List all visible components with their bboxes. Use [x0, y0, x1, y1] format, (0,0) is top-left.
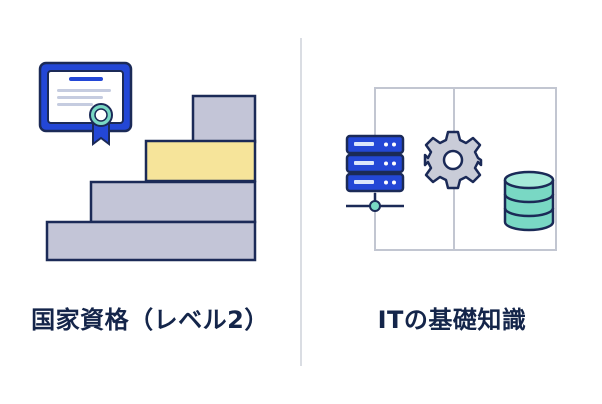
- left-illustration: [38, 61, 257, 262]
- gear-icon: [423, 130, 483, 190]
- stairs-icon: [45, 94, 257, 262]
- server-icon: [345, 134, 405, 212]
- right-panel: ITの基礎知識: [302, 0, 602, 404]
- database-icon: [503, 170, 555, 232]
- right-caption: ITの基礎知識: [377, 306, 527, 334]
- left-panel: 国家資格（レベル2）: [0, 0, 300, 404]
- right-illustration: [345, 87, 557, 251]
- panel-divider: [300, 38, 302, 366]
- left-caption: 国家資格（レベル2）: [31, 306, 269, 334]
- certificate-icon: [38, 61, 133, 146]
